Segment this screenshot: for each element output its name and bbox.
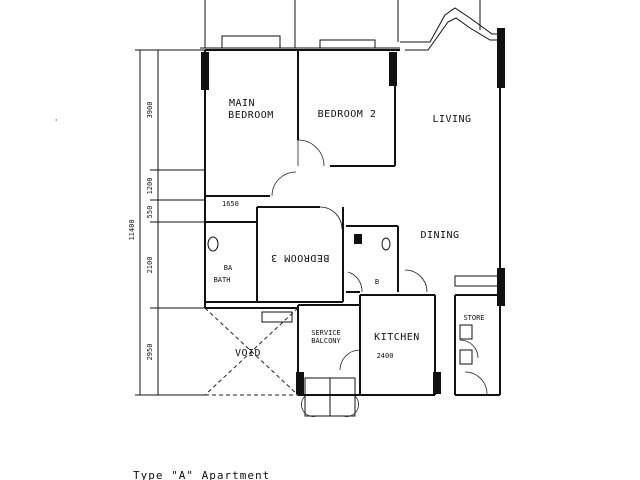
room-label-living: LIVING — [432, 114, 471, 125]
room-label-service-balcony-2: BALCONY — [311, 337, 341, 345]
windows-top — [221, 35, 376, 49]
room-label-bedroom-2: BEDROOM 2 — [318, 109, 377, 120]
room-label-bath-1b: BATH — [214, 276, 231, 284]
dim-width1: 1650 — [222, 200, 239, 208]
room-label-kitchen: KITCHEN — [374, 332, 420, 343]
dim-overall: 11400 — [128, 219, 136, 240]
interior-walls — [205, 50, 500, 396]
dim-seg5: 2950 — [146, 344, 154, 361]
room-label-bedroom-3: BEDROOM 3 — [271, 252, 330, 263]
room-label-void: VOID — [235, 348, 261, 359]
dim-seg4: 2100 — [146, 257, 154, 274]
stray-mark: ' — [54, 118, 58, 126]
dim-seg3: 550 — [146, 206, 154, 219]
room-label-service-balcony-1: SERVICE — [311, 329, 341, 337]
room-label-store: STORE — [463, 314, 484, 322]
top-boundary — [200, 0, 481, 49]
plan-caption: Type "A" Apartment — [133, 469, 270, 480]
dim-kitchen-width: 2400 — [377, 352, 394, 360]
room-label-bath-1a: BA — [224, 264, 233, 272]
dim-seg2: 1200 — [146, 178, 154, 195]
room-label-main-bedroom-1: MAIN — [229, 98, 255, 109]
room-label-main-bedroom-2: BEDROOM — [228, 110, 274, 121]
doors — [271, 139, 488, 417]
exterior-walls — [204, 7, 501, 395]
fixtures — [207, 236, 501, 365]
dim-seg1: 3900 — [146, 102, 154, 119]
room-label-dining: DINING — [420, 230, 459, 241]
columns — [201, 28, 505, 394]
dimension-line — [135, 49, 205, 396]
room-label-bath-2: B — [375, 278, 379, 286]
